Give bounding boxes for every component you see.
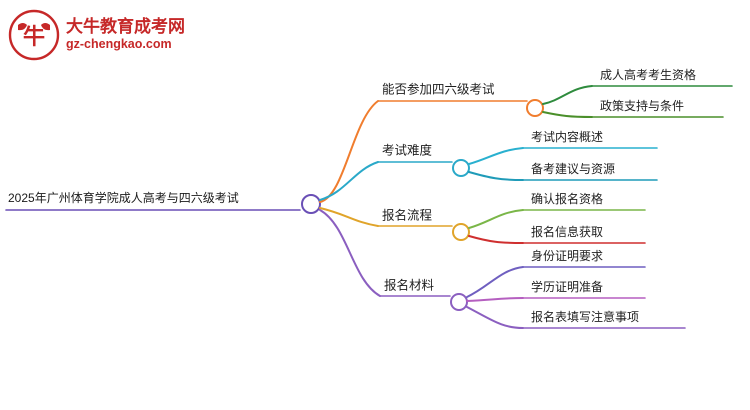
- branch-1-child-2-label: 政策支持与条件: [600, 98, 684, 113]
- branch-4-child-3-link: [466, 306, 524, 329]
- branch-2-child-1[interactable]: 考试内容概述: [468, 129, 658, 165]
- branch-4-child-1-link: [466, 266, 524, 298]
- branch-4-child-2-label: 学历证明准备: [531, 279, 603, 294]
- branch-1-child-1[interactable]: 成人高考考生资格: [542, 67, 733, 105]
- logo-subtitle: gz-chengkao.com: [66, 37, 172, 52]
- branch-4[interactable]: 报名材料 身份证明要求 学历证明准备 报名表填写注意事项: [319, 209, 686, 329]
- branch-2-child-2-label: 备考建议与资源: [531, 162, 615, 176]
- branch-1-child-1-link: [542, 85, 593, 105]
- root-node[interactable]: 2025年广州体育学院成人高考与四六级考试: [5, 190, 321, 214]
- branch-2-child-2-link: [468, 171, 524, 181]
- branch-3-child-1[interactable]: 确认报名资格: [468, 191, 646, 229]
- branch-2-child-1-link: [468, 147, 524, 165]
- bull-logo-icon: 牛: [8, 9, 60, 61]
- logo-title: 大牛教育成考网: [66, 16, 185, 36]
- branch-2-label: 考试难度: [382, 142, 433, 157]
- branch-3[interactable]: 报名流程 确认报名资格 报名信息获取: [319, 191, 646, 244]
- branch-3-child-2-link: [468, 235, 524, 244]
- svg-text:牛: 牛: [23, 24, 45, 49]
- branch-4-label: 报名材料: [384, 277, 435, 292]
- branch-1-label: 能否参加四六级考试: [382, 81, 495, 96]
- branch-4-link: [319, 209, 381, 297]
- branch-1-child-2-link: [542, 111, 593, 118]
- branch-4-child-2-link: [466, 297, 524, 302]
- branch-1-connector-node[interactable]: [526, 99, 544, 117]
- branch-3-child-2-label: 报名信息获取: [531, 224, 603, 239]
- branch-2-connector-node[interactable]: [452, 159, 470, 177]
- branch-3-label: 报名流程: [382, 207, 433, 222]
- branch-4-child-3-label: 报名表填写注意事项: [531, 309, 639, 324]
- branch-4-child-1[interactable]: 身份证明要求: [466, 248, 646, 298]
- branch-4-child-3[interactable]: 报名表填写注意事项: [466, 306, 686, 329]
- branch-2-child-1-label: 考试内容概述: [531, 129, 603, 144]
- branch-1-child-1-label: 成人高考考生资格: [600, 67, 696, 82]
- site-logo: 牛 大牛教育成考网 gz-chengkao.com: [8, 6, 188, 64]
- branch-4-connector-node[interactable]: [450, 293, 468, 311]
- branch-2-child-2[interactable]: 备考建议与资源: [468, 162, 658, 181]
- branch-3-link: [319, 207, 379, 227]
- root-connector-node[interactable]: [301, 194, 321, 214]
- branch-2-link: [319, 161, 379, 201]
- branch-3-child-1-label: 确认报名资格: [531, 191, 603, 206]
- branch-3-child-1-link: [468, 209, 524, 229]
- branch-1-link: [319, 100, 379, 203]
- branch-3-connector-node[interactable]: [452, 223, 470, 241]
- branch-4-child-1-label: 身份证明要求: [531, 248, 603, 263]
- branch-2[interactable]: 考试难度 考试内容概述 备考建议与资源: [319, 129, 658, 201]
- branch-3-child-2[interactable]: 报名信息获取: [468, 224, 646, 244]
- root-label: 2025年广州体育学院成人高考与四六级考试: [8, 190, 239, 205]
- branch-1-child-2[interactable]: 政策支持与条件: [542, 98, 724, 118]
- branch-4-child-2[interactable]: 学历证明准备: [466, 279, 646, 302]
- branch-1[interactable]: 能否参加四六级考试 成人高考考生资格 政策支持与条件: [319, 67, 733, 203]
